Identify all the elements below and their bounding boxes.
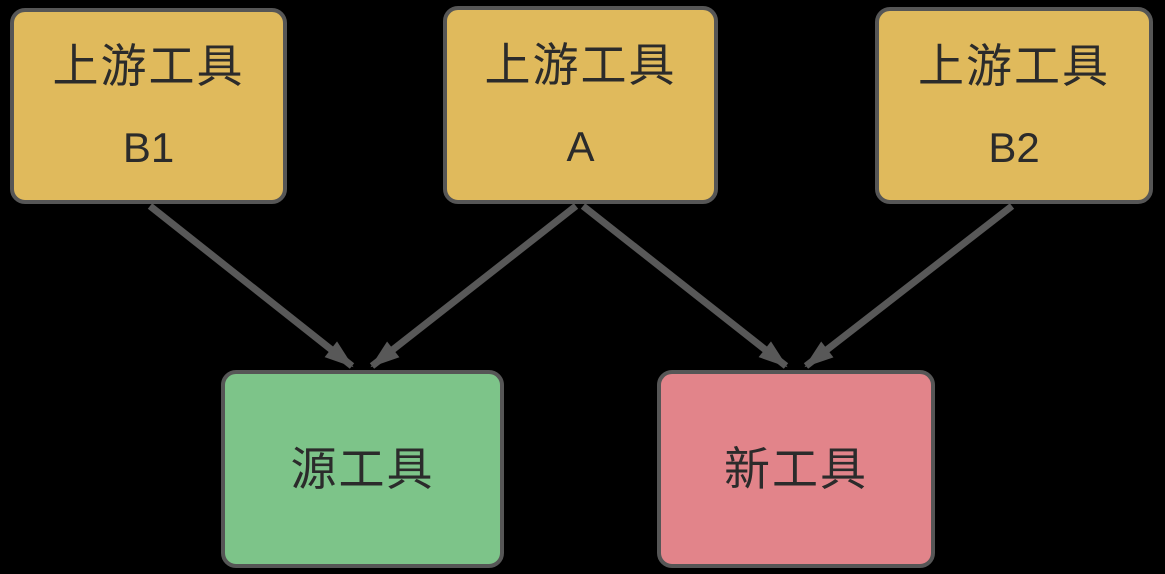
node-title: 源工具 [290,443,435,495]
edge-upstream-b1-to-source [147,203,355,369]
node-title: 上游工具 [918,39,1110,92]
node-title: 新工具 [724,443,868,495]
node-subtitle: B1 [122,124,175,171]
node-subtitle: A [566,123,595,170]
node-title: 上游工具 [52,40,245,92]
edge-upstream-b2-to-new [803,203,1015,369]
node-title: 上游工具 [484,39,677,91]
edge-upstream-a-to-new [580,203,789,369]
node-upstream-tool-b2: 上游工具 B2 [875,7,1153,204]
node-upstream-tool-a: 上游工具 A [443,6,718,204]
node-subtitle: B2 [988,123,1040,171]
node-source-tool: 源工具 [221,370,504,568]
node-new-tool: 新工具 [657,370,935,568]
edge-upstream-a-to-source [369,203,579,369]
node-upstream-tool-b1: 上游工具 B1 [10,8,287,204]
